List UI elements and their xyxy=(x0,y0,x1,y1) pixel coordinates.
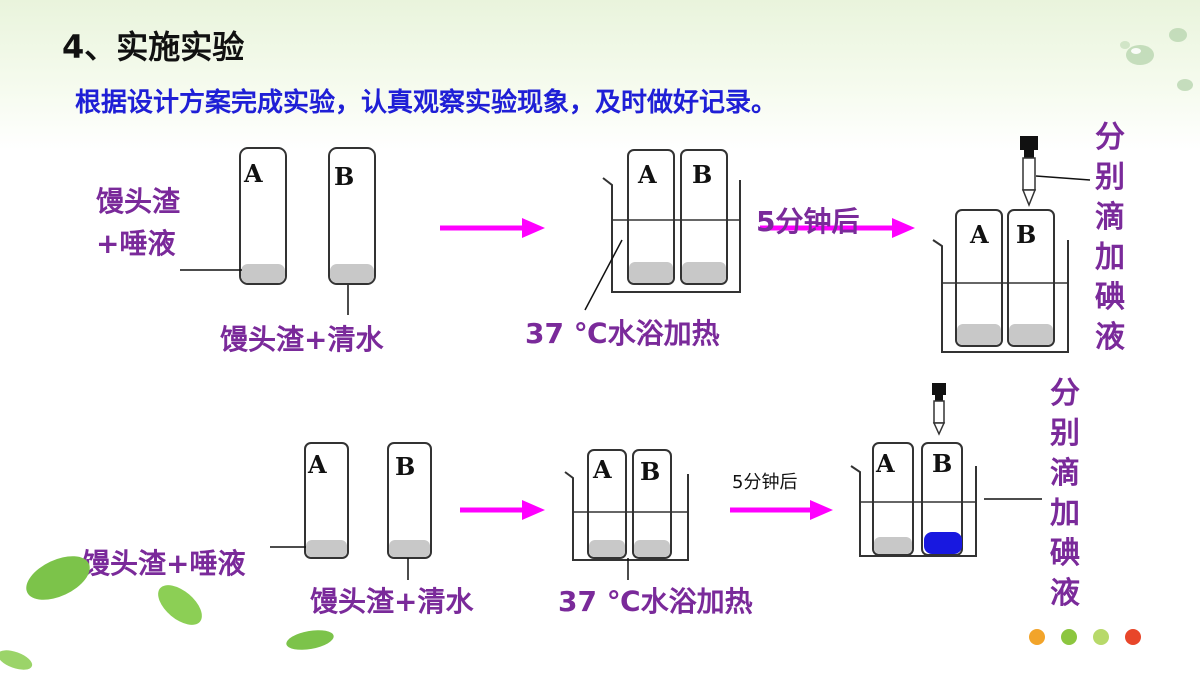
row1-arrow-2 xyxy=(760,218,915,238)
dot-decoration xyxy=(1029,629,1141,645)
row1-label-b: 馒头渣+清水 xyxy=(220,323,384,356)
slide-title: 4、实施实验 xyxy=(62,28,245,66)
row1-tube-b-label: B xyxy=(334,162,354,191)
row1-bath-pointer xyxy=(584,239,623,311)
row1-result-tube-b-label: B xyxy=(1016,220,1036,249)
row2-water-bath xyxy=(564,449,689,561)
row1-bath-tube-b-label: B xyxy=(692,160,712,189)
row2-arrow-2 xyxy=(730,500,833,520)
row2-tube-a xyxy=(304,442,349,559)
row1-dropper-pointer xyxy=(1035,175,1091,181)
row2-bath-tube-a-label: A xyxy=(592,455,612,484)
row1-label-a-line2: +唾液 xyxy=(96,227,176,260)
row2-tube-b xyxy=(387,442,432,559)
row2-result-tube-b-label: B xyxy=(932,449,952,478)
row1-water-bath xyxy=(602,149,741,293)
row2-label-a: 馒头渣+唾液 xyxy=(82,547,246,580)
row2-dropper-icon xyxy=(932,383,946,436)
row2-arrow-1 xyxy=(460,500,545,520)
row1-tube-a xyxy=(239,147,287,285)
leaf-decoration xyxy=(0,556,334,670)
row1-time-label: 5分钟后 xyxy=(756,205,860,238)
row2-label-b: 馒头渣+清水 xyxy=(310,585,474,618)
row2-time-label: 5分钟后 xyxy=(732,472,798,493)
row1-tube-b xyxy=(328,147,376,285)
row2-drop-label: 分别滴加碘液 xyxy=(1050,376,1080,611)
row1-tube-a-label: A xyxy=(243,159,263,188)
row2-bath-label: 37 ℃水浴加热 xyxy=(558,585,753,618)
header-background xyxy=(0,0,1200,150)
row2-tube-b-label: B xyxy=(395,452,415,481)
row1-bath-tube-a-label: A xyxy=(637,160,657,189)
row2-bath-tube-b-label: B xyxy=(640,457,660,486)
row2-result-tube-a-label: A xyxy=(875,449,895,478)
row1-drop-label: 分别滴加碘液 xyxy=(1095,120,1125,355)
row1-result-tube-a-label: A xyxy=(969,220,989,249)
row1-label-a-line1: 馒头渣 xyxy=(96,185,181,218)
slide-subtitle: 根据设计方案完成实验，认真观察实验现象，及时做好记录。 xyxy=(75,88,778,118)
row1-result-beaker xyxy=(932,209,1069,353)
row2-tube-a-label: A xyxy=(307,450,327,479)
row1-bath-label: 37 ℃水浴加热 xyxy=(525,317,720,350)
row2-result-beaker xyxy=(850,442,977,557)
water-drop-decoration xyxy=(1120,28,1193,91)
row2-iodine-blue-result xyxy=(924,532,962,554)
row1-dropper-icon xyxy=(1020,136,1038,208)
row1-arrow-1 xyxy=(440,218,545,238)
